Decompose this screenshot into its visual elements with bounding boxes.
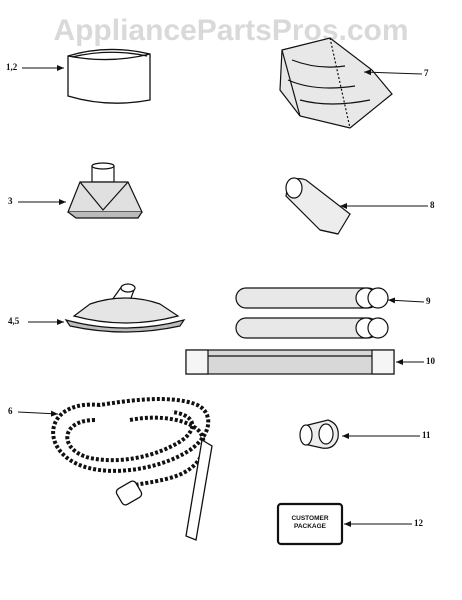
- filter-sleeve-part: [67, 48, 151, 104]
- callout-6: 6: [8, 406, 13, 416]
- arrow-6: [17, 410, 59, 417]
- extension-wands-part: [235, 287, 389, 339]
- callout-1-2: 1,2: [6, 62, 18, 72]
- floor-tool-part: [64, 283, 186, 333]
- package-label-line1: CUSTOMER: [291, 515, 329, 522]
- callout-10: 10: [426, 356, 435, 366]
- callout-8: 8: [430, 200, 435, 210]
- filter-bag-part: [279, 37, 393, 129]
- callout-12: 12: [414, 518, 423, 528]
- callout-9: 9: [426, 296, 431, 306]
- wand-tube-part: [185, 349, 395, 375]
- hose-part: [51, 397, 213, 541]
- package-label-line2: PACKAGE: [293, 523, 327, 530]
- callout-7: 7: [424, 68, 429, 78]
- callout-11: 11: [422, 430, 431, 440]
- leader-arrows: [17, 65, 428, 527]
- callout-4-5: 4,5: [8, 316, 20, 326]
- customer-package-part: [276, 502, 344, 546]
- utility-nozzle-part: [67, 162, 143, 219]
- watermark-text: AppliancePartsPros.com: [53, 14, 409, 47]
- arrow-9: [387, 297, 425, 304]
- package-label: CUSTOMER PACKAGE: [278, 515, 342, 531]
- arrow-7: [363, 69, 423, 76]
- crevice-tool-part: [285, 177, 351, 235]
- adapter-part: [299, 419, 339, 449]
- callout-3: 3: [8, 196, 13, 206]
